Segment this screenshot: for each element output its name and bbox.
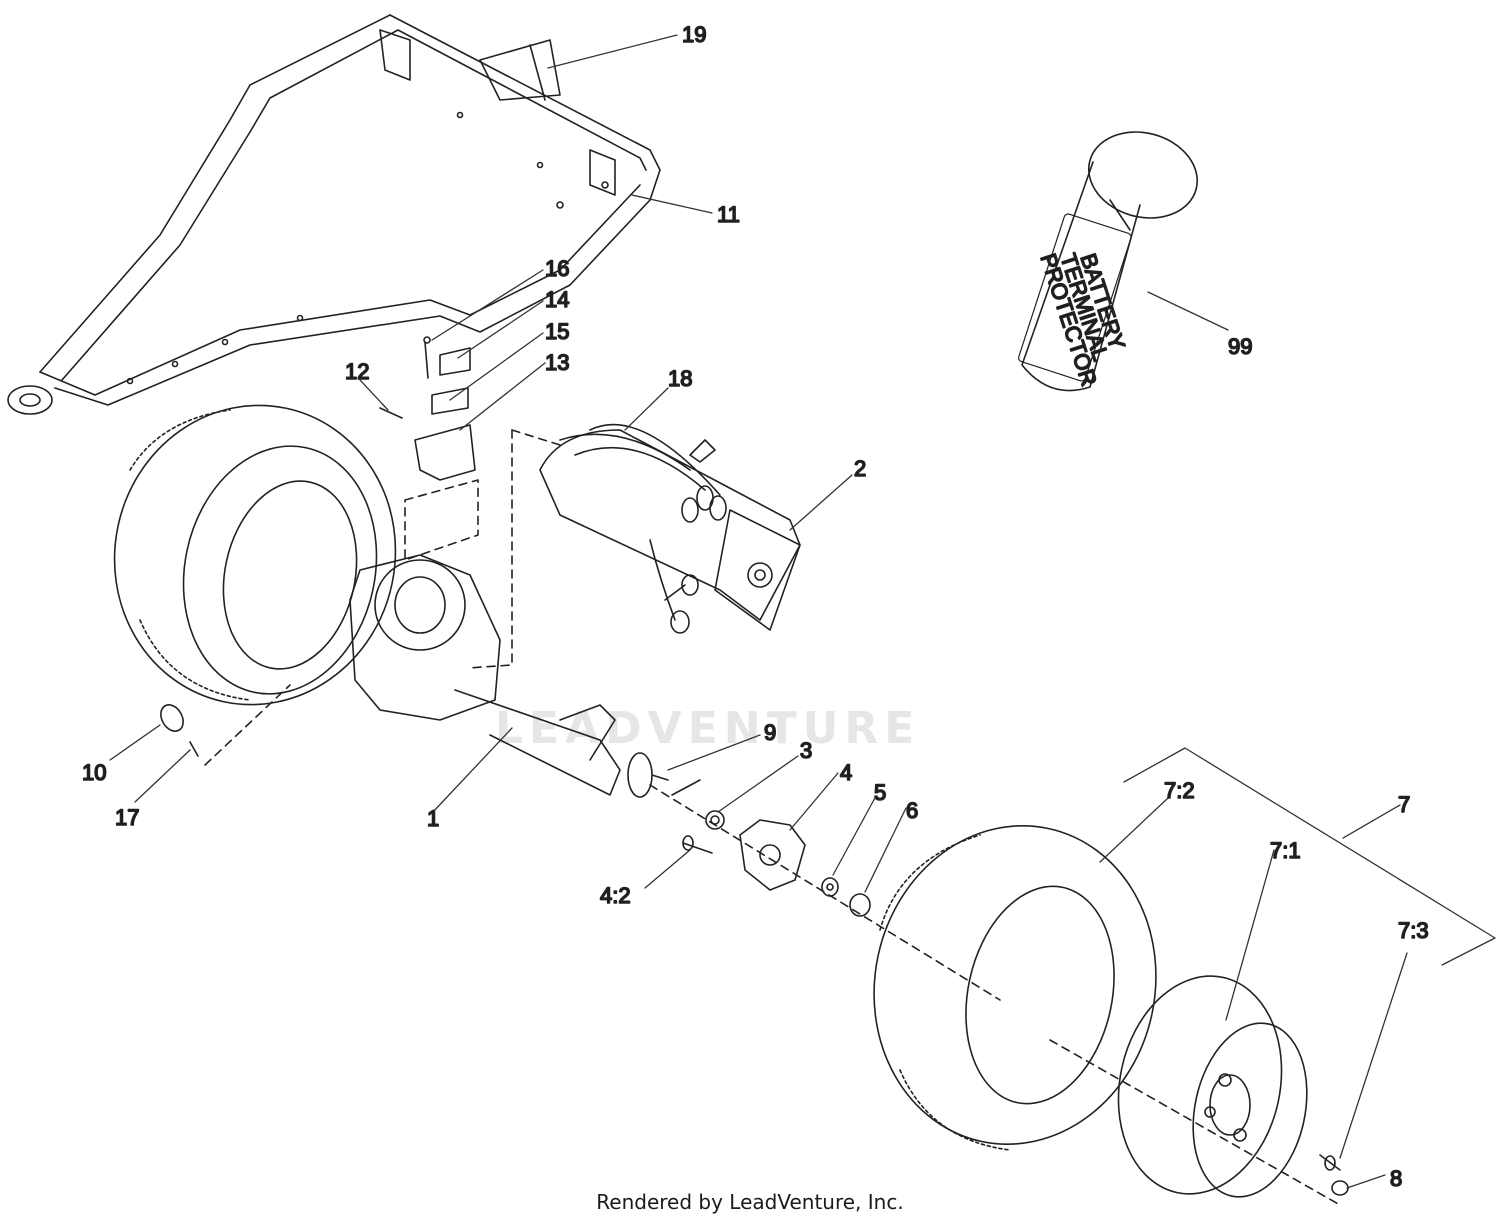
leader-lines (109, 34, 1496, 1189)
callout-19: 19 (682, 22, 706, 47)
callout-5: 5 (874, 780, 886, 805)
callout-17: 17 (115, 805, 139, 830)
right-rim (1049, 975, 1349, 1206)
callout-15: 15 (545, 319, 569, 344)
callout-13: 13 (545, 350, 569, 375)
drive-motor (467, 423, 801, 669)
callout-7-1: 7:1 (1270, 838, 1301, 863)
hub-assembly (649, 779, 1001, 1001)
callout-1: 1 (427, 806, 439, 831)
callout-14: 14 (545, 287, 569, 312)
callout-7-2: 7:2 (1164, 778, 1195, 803)
callout-7-3: 7:3 (1398, 918, 1429, 943)
callout-labels: 19 11 16 14 15 13 12 18 2 99 10 17 1 9 3… (81, 21, 1429, 1192)
callout-8: 8 (1390, 1166, 1402, 1191)
callout-10: 10 (82, 760, 106, 785)
callout-99: 99 (1228, 334, 1252, 359)
callout-12: 12 (345, 359, 369, 384)
callout-9: 9 (764, 720, 776, 745)
spray-can (1018, 131, 1199, 392)
callout-4: 4 (840, 760, 852, 785)
footer-credit: Rendered by LeadVenture, Inc. (596, 1190, 904, 1214)
transaxle (349, 554, 669, 798)
callout-7: 7 (1398, 792, 1410, 817)
callout-18: 18 (668, 366, 692, 391)
left-wheel (113, 404, 397, 706)
right-tire (873, 825, 1157, 1151)
callout-4-2: 4:2 (600, 883, 631, 908)
callout-11: 11 (717, 202, 740, 227)
callout-16: 16 (545, 256, 569, 281)
valve-stem (160, 684, 291, 766)
bracket-hardware (379, 336, 479, 561)
tow-frame (7, 14, 661, 415)
callout-2: 2 (854, 456, 866, 481)
callout-6: 6 (906, 798, 918, 823)
callout-3: 3 (800, 738, 812, 763)
